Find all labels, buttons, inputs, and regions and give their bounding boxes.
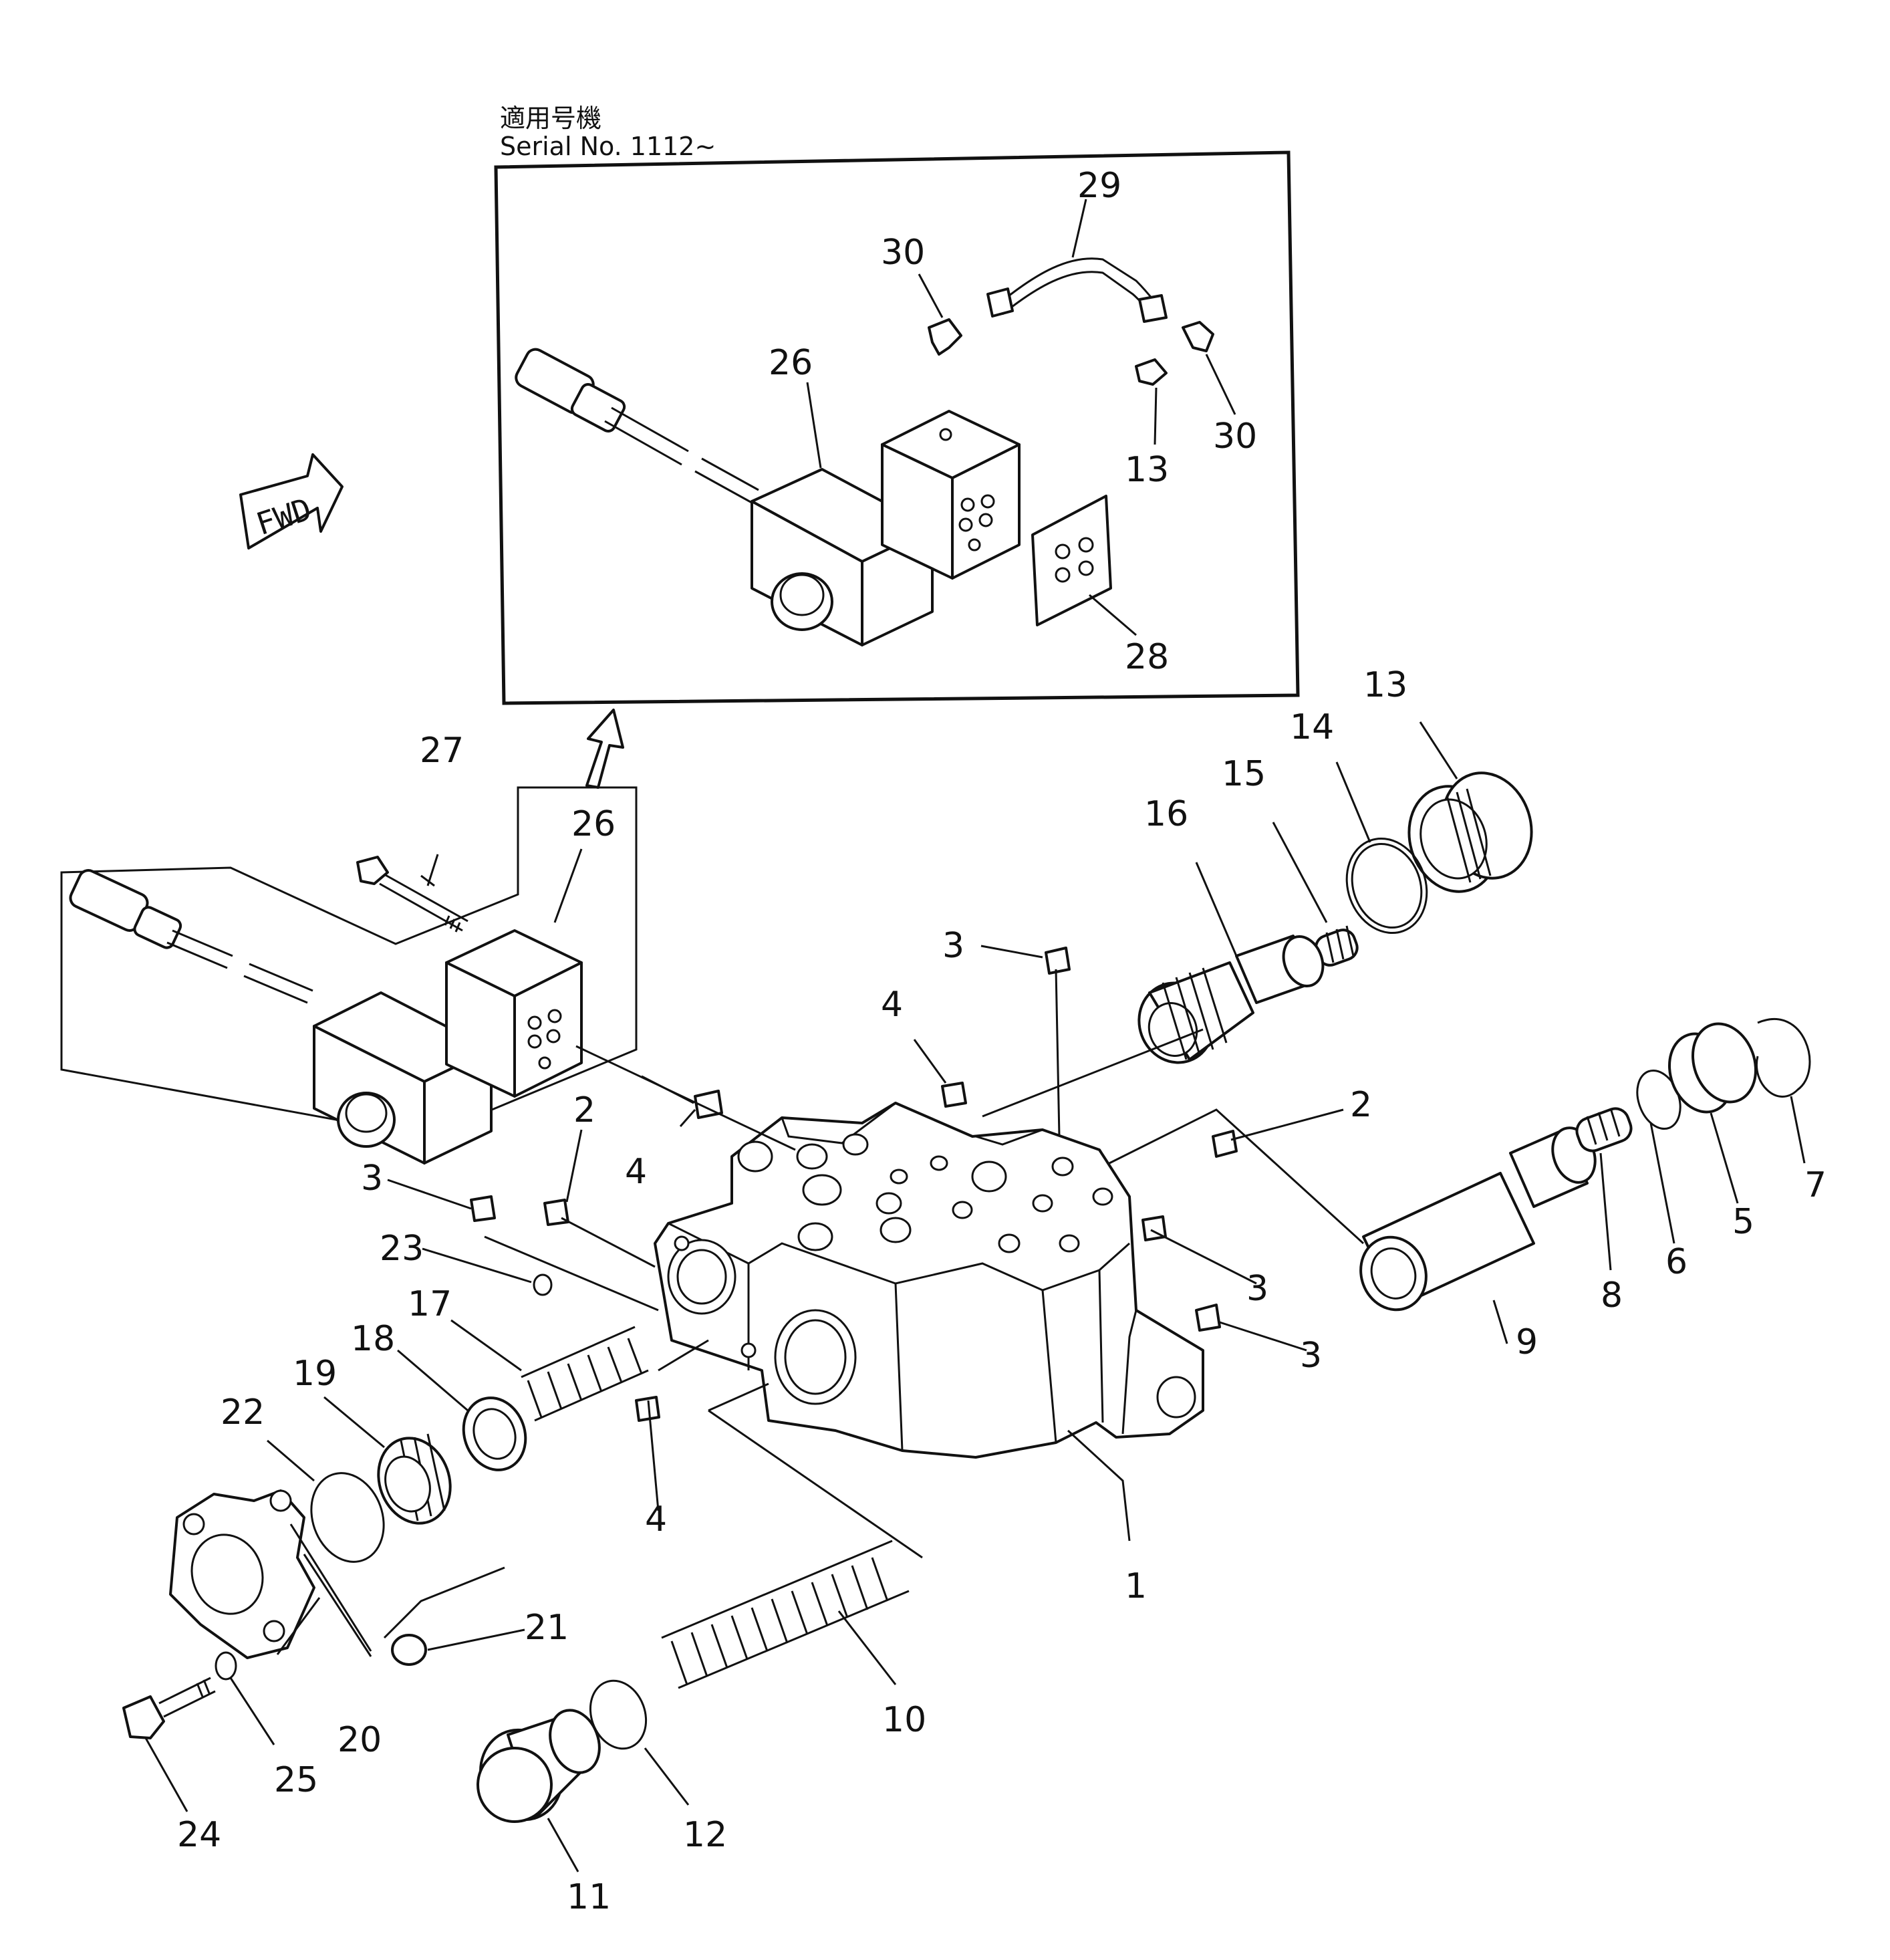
label-6: 6	[1665, 1242, 1688, 1282]
leader-lines	[144, 721, 1806, 1872]
label-30-left: 30	[881, 233, 925, 273]
cover-20	[169, 1489, 315, 1659]
solenoid-valve-26	[313, 929, 583, 1165]
inset-gasket	[1031, 495, 1112, 626]
label-4-lower: 4	[645, 1499, 667, 1540]
label-15: 15	[1222, 754, 1266, 794]
label-13-inset: 13	[1125, 450, 1169, 490]
label-9: 9	[1516, 1322, 1538, 1362]
label-28: 28	[1125, 637, 1169, 677]
label-26: 26	[571, 804, 616, 844]
label-2-left: 2	[573, 1090, 595, 1130]
inset-frame	[494, 150, 1300, 705]
label-26-inset: 26	[769, 343, 813, 383]
inset-elbow-right	[1182, 321, 1214, 352]
inset-elbow-left	[928, 318, 962, 356]
spring-8	[1575, 1107, 1633, 1152]
inset-header-jp: 適用号機	[500, 104, 601, 133]
inset-solenoid-connector	[515, 348, 759, 504]
label-29: 29	[1077, 166, 1121, 206]
label-19: 19	[293, 1354, 337, 1394]
spring-17	[521, 1326, 649, 1422]
callout-labels: 27 26 13 14 15 16 3 4 2 4 2 3 23 17 18 1…	[177, 665, 1827, 1917]
label-1: 1	[1125, 1566, 1147, 1606]
label-22: 22	[221, 1392, 265, 1433]
label-14: 14	[1290, 707, 1334, 747]
spool-16	[1137, 935, 1325, 1064]
label-8: 8	[1601, 1275, 1623, 1316]
label-13: 13	[1363, 665, 1407, 705]
inset-panel: 適用号機 Serial No. 1112~	[494, 104, 1300, 705]
snap-ring-7	[1756, 1017, 1811, 1098]
spool-9	[1359, 1126, 1597, 1312]
spring-10	[661, 1540, 910, 1689]
o-ring-22	[310, 1472, 385, 1563]
label-4-top: 4	[881, 985, 903, 1025]
label-7: 7	[1804, 1165, 1827, 1205]
retainer-18	[462, 1396, 527, 1471]
label-2-right: 2	[1350, 1085, 1372, 1125]
label-3-top: 3	[942, 926, 964, 966]
label-3-left: 3	[361, 1158, 383, 1199]
label-30-right: 30	[1213, 416, 1257, 457]
label-17: 17	[408, 1284, 452, 1324]
plug-21	[391, 1634, 427, 1666]
solenoid-group-frame	[60, 786, 638, 1138]
label-12: 12	[683, 1815, 727, 1855]
label-18: 18	[351, 1319, 395, 1359]
inset-reference-arrow	[585, 709, 624, 789]
label-16: 16	[1144, 794, 1188, 834]
bolt-24	[122, 1677, 216, 1739]
plug-11	[477, 1709, 601, 1823]
inset-tube	[986, 257, 1168, 323]
cap-5	[1667, 1022, 1758, 1114]
bolt-27	[356, 856, 468, 933]
label-10: 10	[882, 1700, 926, 1740]
label-5: 5	[1732, 1202, 1754, 1242]
spring-15	[1315, 925, 1359, 967]
label-4-left: 4	[625, 1152, 647, 1192]
inset-plug	[1135, 358, 1168, 386]
label-25: 25	[274, 1760, 318, 1800]
label-11: 11	[567, 1877, 611, 1917]
label-27: 27	[420, 731, 464, 771]
label-24: 24	[177, 1815, 221, 1855]
inset-solenoid-valve	[751, 410, 1021, 646]
fwd-arrow: FWD	[239, 453, 344, 549]
washer-25	[215, 1651, 237, 1681]
inset-header-serial: Serial No. 1112~	[500, 132, 716, 161]
label-23: 23	[380, 1229, 424, 1269]
label-20: 20	[338, 1720, 382, 1760]
label-3-mid: 3	[1246, 1269, 1268, 1309]
label-21: 21	[525, 1608, 569, 1648]
plug-13	[1407, 771, 1533, 893]
sleeve-19	[377, 1433, 452, 1525]
valve-body-1	[654, 1102, 1204, 1459]
label-3-lower: 3	[1300, 1336, 1322, 1376]
solenoid-connector	[69, 869, 313, 1004]
